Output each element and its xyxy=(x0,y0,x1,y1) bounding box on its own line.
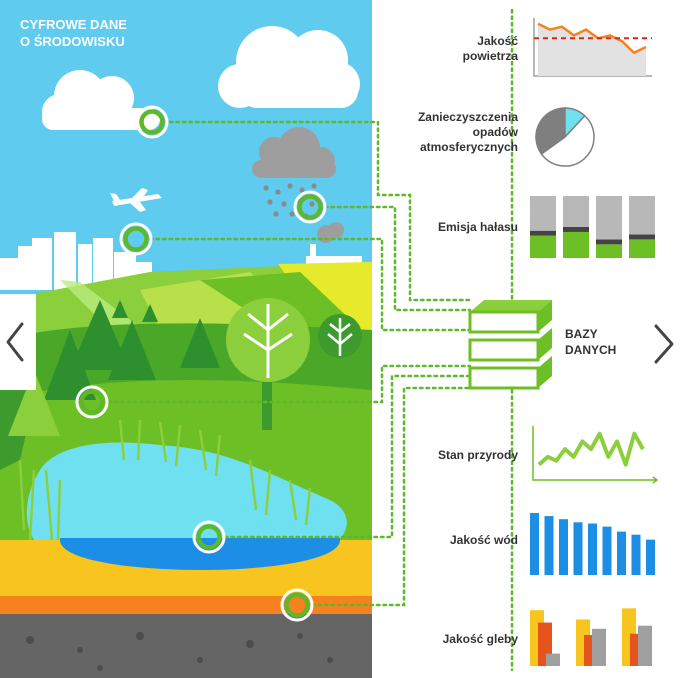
label-precipitation: Zanieczyszczenia opadów atmosferycznych xyxy=(418,110,518,155)
rain-cloud xyxy=(252,127,336,219)
dotted-connectors xyxy=(106,8,514,672)
dotted-connector-line xyxy=(323,205,472,312)
water-bar xyxy=(559,519,568,575)
indicator-charts xyxy=(530,18,659,666)
water-bar xyxy=(617,531,626,575)
sensor-ring-outer xyxy=(192,520,226,554)
nature-chart-line xyxy=(537,431,645,467)
airplane xyxy=(110,188,162,212)
cloud-large-right xyxy=(218,26,360,108)
label-soil: Jakość gleby xyxy=(443,632,518,647)
sensor-ring-outer xyxy=(280,588,314,622)
small-round-tree xyxy=(318,314,362,358)
reeds xyxy=(18,419,312,541)
dotted-connector-line xyxy=(148,237,472,332)
label-noise: Emisja hałasu xyxy=(438,220,518,235)
soil-bar xyxy=(592,628,606,666)
water-bar xyxy=(602,526,612,575)
sensor-ring xyxy=(297,194,323,220)
noise-bar-segment xyxy=(563,227,589,232)
sensor-ring-outer xyxy=(119,222,153,256)
water-bar xyxy=(573,522,583,575)
label-line: opadów xyxy=(472,125,518,139)
lake xyxy=(26,442,347,555)
dotted-connector-line xyxy=(168,120,472,302)
cloud-left xyxy=(42,70,160,130)
sensor-ring xyxy=(123,226,149,252)
noise-bar-segment xyxy=(596,244,622,258)
next-slide-button[interactable] xyxy=(648,316,678,372)
dotted-connector-line xyxy=(223,374,472,539)
sand-layer xyxy=(0,540,372,600)
forest-left xyxy=(0,370,60,470)
noise-bar-segment xyxy=(629,239,655,258)
water-bar xyxy=(530,513,539,575)
nature-chart-arrow xyxy=(652,476,659,484)
noise-bar-segment xyxy=(563,231,589,258)
label-nature: Stan przyrody xyxy=(438,448,518,463)
noise-bar-segment xyxy=(530,230,556,236)
noise-bar-segment xyxy=(563,196,589,227)
water-bar xyxy=(631,534,641,575)
label-line: Jakość xyxy=(477,34,518,48)
air-chart-area xyxy=(538,23,646,76)
deciduous-tree xyxy=(226,298,310,430)
air-chart-line xyxy=(537,22,647,55)
pie-slice xyxy=(535,107,566,156)
sensor-ring xyxy=(79,389,105,415)
sensor-ring xyxy=(284,592,310,618)
chevron-right-icon xyxy=(654,324,674,364)
conifer-trees xyxy=(44,300,220,400)
label-line: atmosferycznych xyxy=(419,140,518,154)
orange-layer xyxy=(0,596,372,614)
database-label: BAZY DANYCH xyxy=(565,326,616,358)
soil-bar xyxy=(546,653,560,666)
water-bar xyxy=(588,523,597,575)
soil-stones xyxy=(26,632,333,671)
sensor-ring xyxy=(196,524,222,550)
chevron-left-icon xyxy=(6,322,24,362)
title-line-1: CYFROWE DANE xyxy=(20,17,127,32)
sensor-ring-outer xyxy=(135,105,169,139)
label-line: Stan przyrody xyxy=(437,448,518,462)
pie-slice xyxy=(540,114,595,167)
database-stack-icon xyxy=(468,300,552,390)
noise-bar-segment xyxy=(629,234,655,240)
water-bar xyxy=(646,539,655,575)
sensor-ring-outer xyxy=(75,385,109,419)
label-line: Jakość gleby xyxy=(442,632,518,646)
label-air-quality: Jakość powietrza xyxy=(463,34,518,64)
sensor-ring xyxy=(139,109,165,135)
dotted-connector-line xyxy=(106,364,472,404)
dotted-connector-line xyxy=(310,386,472,607)
soil-layer xyxy=(0,614,372,678)
label-line: Zanieczyszczenia xyxy=(417,110,518,124)
nature-chart-axis xyxy=(532,426,657,481)
soil-bar xyxy=(638,625,652,666)
noise-bar-segment xyxy=(596,196,622,240)
label-line: Emisja hałasu xyxy=(437,220,518,234)
noise-bar-segment xyxy=(629,196,655,235)
prev-slide-button[interactable] xyxy=(0,294,36,390)
noise-bar-segment xyxy=(530,235,556,258)
database-line-2: DANYCH xyxy=(565,343,617,357)
sensor-ring-outer xyxy=(293,190,327,224)
water-bar xyxy=(544,516,554,575)
noise-bar-segment xyxy=(530,196,556,231)
page-title: CYFROWE DANE O ŚRODOWISKU xyxy=(20,16,127,50)
noise-bar-segment xyxy=(596,239,622,245)
label-line: Jakość wód xyxy=(449,533,518,547)
label-line: powietrza xyxy=(462,49,518,63)
database-line-1: BAZY xyxy=(565,327,598,341)
sensor-rings xyxy=(75,105,327,622)
label-water: Jakość wód xyxy=(450,533,518,548)
title-line-2: O ŚRODOWISKU xyxy=(20,34,125,49)
